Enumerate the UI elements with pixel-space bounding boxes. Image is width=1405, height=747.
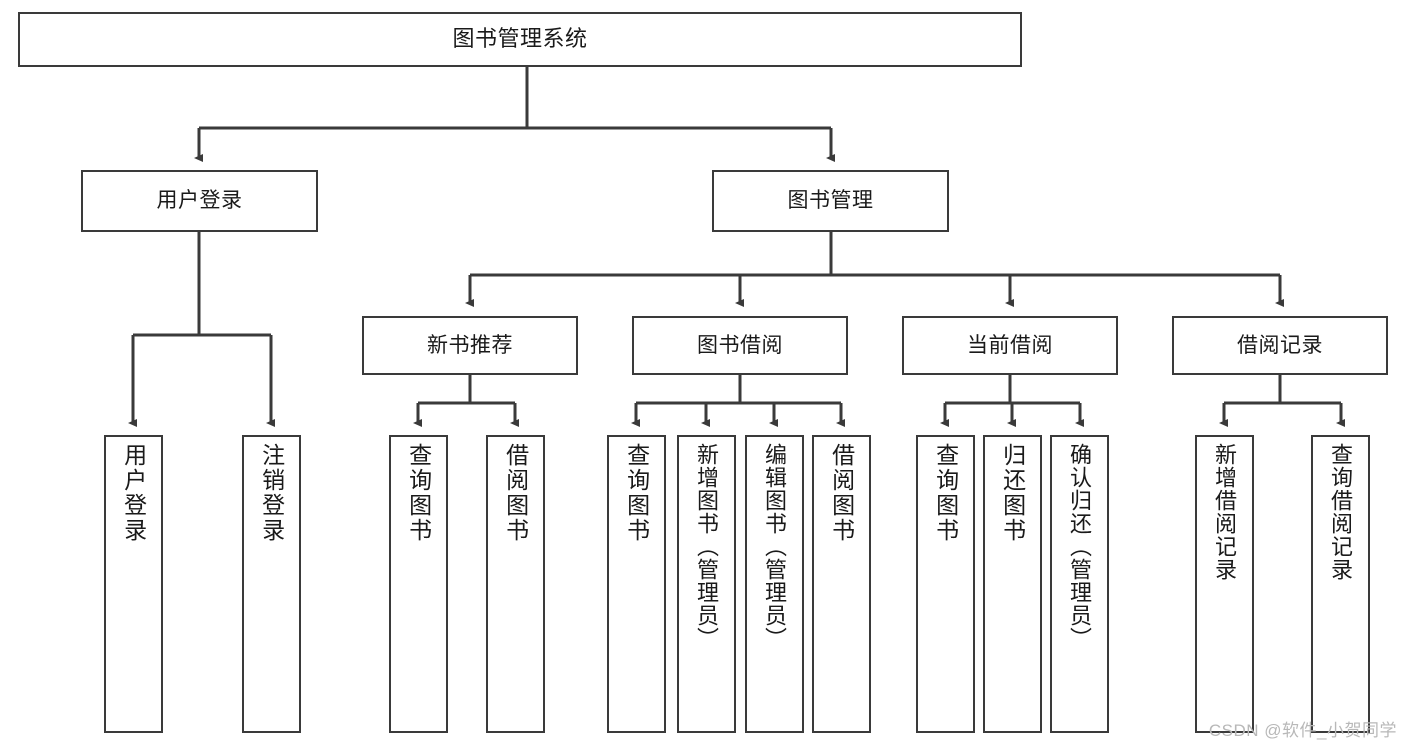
- leaf-borrow-book-borrow[interactable]: 借阅图书: [812, 435, 871, 733]
- node-book-management-label: 图书管理: [787, 189, 874, 213]
- node-root-library-system[interactable]: 图书管理系统: [18, 12, 1022, 67]
- node-book-borrow-label: 图书借阅: [697, 333, 783, 357]
- leaf-query-book-borrow-label: 查询图书: [623, 443, 650, 543]
- csdn-watermark: CSDN @软件_小贺同学: [1208, 721, 1397, 740]
- node-borrow-record-label: 借阅记录: [1237, 333, 1323, 357]
- node-current-borrow[interactable]: 当前借阅: [902, 316, 1118, 375]
- leaf-add-book-admin-label: 新增图书（管理员）: [694, 443, 720, 650]
- leaf-user-login-label: 用户登录: [120, 443, 147, 543]
- node-user-login-label: 用户登录: [156, 189, 243, 213]
- node-new-book-recommend-label: 新书推荐: [427, 333, 513, 357]
- leaf-borrow-book-recommend-label: 借阅图书: [502, 443, 529, 543]
- leaf-query-borrow-record-label: 查询借阅记录: [1328, 443, 1354, 581]
- leaf-user-login[interactable]: 用户登录: [104, 435, 163, 733]
- node-book-borrow[interactable]: 图书借阅: [632, 316, 848, 375]
- node-user-login[interactable]: 用户登录: [81, 170, 318, 232]
- node-book-management[interactable]: 图书管理: [712, 170, 949, 232]
- node-new-book-recommend[interactable]: 新书推荐: [362, 316, 578, 375]
- leaf-borrow-book-borrow-label: 借阅图书: [828, 443, 855, 543]
- leaf-query-book-recommend-label: 查询图书: [405, 443, 432, 543]
- leaf-add-book-admin[interactable]: 新增图书（管理员）: [677, 435, 736, 733]
- leaf-query-book-borrow[interactable]: 查询图书: [607, 435, 666, 733]
- leaf-return-book-label: 归还图书: [999, 443, 1026, 543]
- leaf-borrow-book-recommend[interactable]: 借阅图书: [486, 435, 545, 733]
- leaf-confirm-return-admin-label: 确认归还（管理员）: [1067, 443, 1093, 650]
- leaf-add-borrow-record-label: 新增借阅记录: [1212, 443, 1238, 581]
- leaf-add-borrow-record[interactable]: 新增借阅记录: [1195, 435, 1254, 733]
- node-root-label: 图书管理系统: [452, 26, 588, 52]
- leaf-edit-book-admin-label: 编辑图书（管理员）: [762, 443, 788, 650]
- leaf-return-book[interactable]: 归还图书: [983, 435, 1042, 733]
- leaf-query-book-recommend[interactable]: 查询图书: [389, 435, 448, 733]
- leaf-query-borrow-record[interactable]: 查询借阅记录: [1311, 435, 1370, 733]
- leaf-query-book-current[interactable]: 查询图书: [916, 435, 975, 733]
- leaf-logout-login[interactable]: 注销登录: [242, 435, 301, 733]
- leaf-query-book-current-label: 查询图书: [932, 443, 959, 543]
- node-borrow-record[interactable]: 借阅记录: [1172, 316, 1388, 375]
- node-current-borrow-label: 当前借阅: [967, 333, 1053, 357]
- leaf-confirm-return-admin[interactable]: 确认归还（管理员）: [1050, 435, 1109, 733]
- leaf-logout-login-label: 注销登录: [258, 443, 285, 543]
- leaf-edit-book-admin[interactable]: 编辑图书（管理员）: [745, 435, 804, 733]
